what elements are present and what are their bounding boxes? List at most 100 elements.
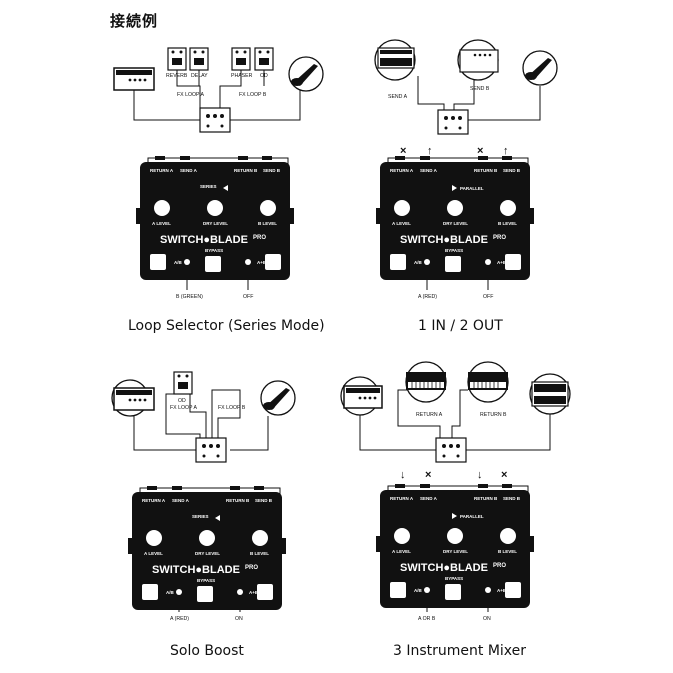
jack-label-return-a: RETURN A xyxy=(390,168,414,173)
label-ab: A/B xyxy=(414,260,423,265)
loop-label-b: FX LOOP B xyxy=(218,405,246,411)
jack-label-send-a: SEND A xyxy=(180,168,198,173)
knob-label-a: A LEVEL xyxy=(152,221,171,226)
under-label-left: A (RED) xyxy=(418,294,437,300)
phaser-pedal-icon xyxy=(231,47,251,71)
caption-solo-boost: Solo Boost xyxy=(170,643,244,659)
jack-label-return-a: RETURN A xyxy=(390,496,414,501)
amp-combo-icon xyxy=(457,39,499,81)
bypass-label: BYPASS xyxy=(445,576,463,581)
mode-label: PARALLEL xyxy=(460,514,484,519)
under-label-right: OFF xyxy=(483,294,493,300)
svg-text:×: × xyxy=(400,145,406,157)
led-ab xyxy=(424,587,430,593)
knob-a-level[interactable] xyxy=(394,200,410,216)
jack-label-send-b: SEND B xyxy=(503,496,521,501)
jack-label-send-a: SEND A xyxy=(420,496,438,501)
guitar-icon xyxy=(288,56,324,92)
knob-dry-level[interactable] xyxy=(447,528,463,544)
od-pedal-icon xyxy=(254,47,274,71)
mode-arrow-icon xyxy=(452,513,457,519)
footswitch-aplusb[interactable] xyxy=(505,582,521,598)
od-pedal-icon xyxy=(173,371,193,395)
footswitch-aplusb[interactable] xyxy=(265,254,281,270)
footswitch-aplusb[interactable] xyxy=(257,584,273,600)
led-ab xyxy=(424,259,430,265)
jack-label-return-b: RETURN B xyxy=(226,498,250,503)
brand-logo: SWITCH●BLADE xyxy=(400,234,488,246)
jack-arrows: × ↑ × ↑ xyxy=(400,145,509,157)
footswitch-ab[interactable] xyxy=(390,254,406,270)
footswitch-bypass[interactable] xyxy=(445,584,461,600)
bypass-label: BYPASS xyxy=(205,248,223,253)
knob-b-level[interactable] xyxy=(260,200,276,216)
led-ab xyxy=(176,589,182,595)
knob-label-dry: DRY LEVEL xyxy=(203,221,228,226)
svg-text:×: × xyxy=(477,145,483,157)
effect-label-od: OD xyxy=(178,398,186,404)
label-ab: A/B xyxy=(166,590,175,595)
cables xyxy=(417,76,541,121)
mode-arrow-icon xyxy=(452,185,457,191)
led-aplusb xyxy=(237,589,243,595)
knob-b-level[interactable] xyxy=(252,530,268,546)
jack-label-return-b: RETURN B xyxy=(474,168,498,173)
jack-label-return-b: RETURN B xyxy=(234,168,258,173)
knob-label-dry: DRY LEVEL xyxy=(443,221,468,226)
loop-label-a: FX LOOP A xyxy=(177,92,205,98)
guitar-icon xyxy=(522,50,558,86)
panel-solo-boost: OD FX LOOP A FX LOOP B RETURN A S xyxy=(100,368,330,638)
effect-label-delay: DELAY xyxy=(191,73,208,79)
jack-arrows: ↓ × ↓ × xyxy=(400,469,507,481)
knob-a-level[interactable] xyxy=(394,528,410,544)
under-label-left: B (GREEN) xyxy=(176,294,203,300)
mode-label: SERIES xyxy=(200,184,217,189)
knob-dry-level[interactable] xyxy=(199,530,215,546)
mode-label: PARALLEL xyxy=(460,186,484,191)
led-aplusb xyxy=(245,259,251,265)
brand-logo: SWITCH●BLADE xyxy=(400,562,488,574)
loop-label-a: FX LOOP A xyxy=(170,405,198,411)
jack-label-send-a: SEND A xyxy=(420,168,438,173)
switch-box-icon xyxy=(435,437,467,463)
knob-label-b: B LEVEL xyxy=(250,551,269,556)
knob-dry-level[interactable] xyxy=(447,200,463,216)
knob-a-level[interactable] xyxy=(146,530,162,546)
footswitch-ab[interactable] xyxy=(390,582,406,598)
knob-label-b: B LEVEL xyxy=(498,221,517,226)
footswitch-ab[interactable] xyxy=(142,584,158,600)
footswitch-bypass[interactable] xyxy=(197,586,213,602)
switch-box-icon xyxy=(195,437,227,463)
svg-text:↑: ↑ xyxy=(503,145,509,157)
led-aplusb xyxy=(485,259,491,265)
label-ab: A/B xyxy=(414,588,423,593)
under-label-left: A OR B xyxy=(418,616,436,622)
knob-label-dry: DRY LEVEL xyxy=(443,549,468,554)
panel-1in-2out: SEND A SEND B × ↑ × ↑ R xyxy=(340,38,570,308)
footswitch-bypass[interactable] xyxy=(445,256,461,272)
diagram-loop-selector: REVERB DELAY PHASER OD FX LOOP A FX LOOP… xyxy=(113,47,324,300)
label-aplusb: A+B xyxy=(497,588,507,593)
footswitch-aplusb[interactable] xyxy=(505,254,521,270)
knob-label-b: B LEVEL xyxy=(258,221,277,226)
footswitch-bypass[interactable] xyxy=(205,256,221,272)
knob-dry-level[interactable] xyxy=(207,200,223,216)
footswitch-ab[interactable] xyxy=(150,254,166,270)
cables xyxy=(359,389,551,451)
knob-a-level[interactable] xyxy=(154,200,170,216)
knob-label-dry: DRY LEVEL xyxy=(195,551,220,556)
diagram-solo-boost: OD FX LOOP A FX LOOP B RETURN A S xyxy=(111,371,296,622)
knob-b-level[interactable] xyxy=(500,200,516,216)
svg-text:×: × xyxy=(425,469,431,481)
delay-pedal-icon xyxy=(189,47,209,71)
knob-b-level[interactable] xyxy=(500,528,516,544)
caption-instrument-mixer: 3 Instrument Mixer xyxy=(393,643,527,659)
send-label-a: SEND A xyxy=(388,94,408,100)
knob-label-b: B LEVEL xyxy=(498,549,517,554)
jack-label-send-b: SEND B xyxy=(255,498,273,503)
keyboard-icon xyxy=(405,361,447,403)
effect-label-phaser: PHASER xyxy=(231,73,253,79)
page-title: 接続例 xyxy=(110,13,159,30)
switchblade-pedal: RETURN A SEND A RETURN B SEND B SERIES A… xyxy=(136,156,294,280)
amp-icon xyxy=(113,67,155,91)
